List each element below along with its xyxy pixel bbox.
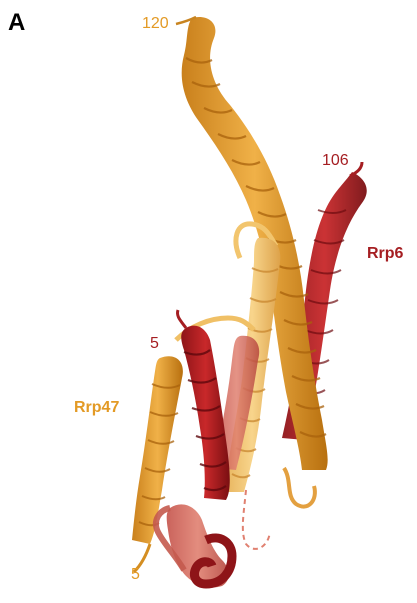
label-rrp47-n-term: 5 <box>131 566 140 583</box>
panel-letter: A <box>8 9 25 36</box>
disordered-loop-dashed <box>243 490 270 549</box>
rrp6-lower-curl <box>156 504 232 587</box>
label-rrp47-chain: Rrp47 <box>74 399 119 416</box>
label-rrp6-n-term: 5 <box>150 335 159 352</box>
rrp47-bottom-loop <box>284 468 315 507</box>
label-rrp47-c-term: 120 <box>142 15 169 32</box>
label-rrp6-chain: Rrp6 <box>367 245 404 262</box>
rrp6-front-helix <box>177 310 229 500</box>
label-rrp6-c-term: 106 <box>322 152 349 169</box>
